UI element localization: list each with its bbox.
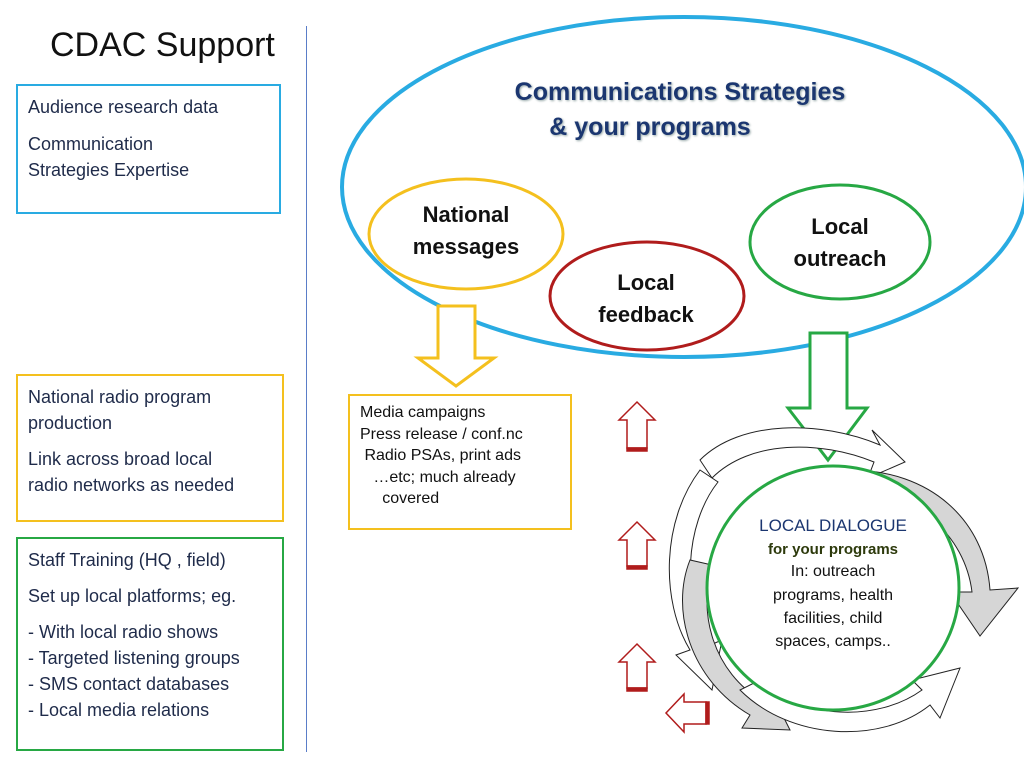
up-arrow-red-2 [617, 520, 657, 567]
local-feedback-oval [548, 240, 746, 352]
red-arrows [617, 400, 710, 734]
media-campaigns-box: Media campaigns Press release / conf.nc … [348, 394, 572, 530]
cycle-arrows [668, 427, 1020, 733]
strategies-title-line-2: & your programs [549, 113, 751, 141]
left-arrow-red [664, 692, 707, 734]
national-messages-oval [367, 177, 565, 291]
strategies-title: Communications Strategies & your program… [470, 75, 890, 145]
radio-production-text: National radio program production [28, 384, 272, 436]
local-feedback-label: Local feedback [560, 267, 732, 331]
platform-list: - With local radio shows - Targeted list… [28, 619, 272, 723]
expertise-line-1: Communication [28, 134, 154, 154]
network-line-2: radio networks as needed [28, 475, 235, 496]
network-line-1: Link across broad local [28, 449, 213, 470]
staff-training-box: Staff Training (HQ , field) Set up local… [16, 537, 284, 751]
media-line: Press release / conf.nc [360, 425, 523, 443]
local-outreach-label: Local outreach [754, 211, 926, 275]
up-arrow-red-3 [617, 642, 657, 689]
dialogue-body-line: programs, health [772, 586, 894, 604]
feedback-line-1: Local [617, 270, 675, 295]
national-messages-label: National messages [380, 199, 552, 263]
outreach-line-2: outreach [793, 245, 887, 271]
dialogue-body-line: facilities, child [783, 609, 883, 627]
expertise-line: Communication Strategies Expertise [28, 131, 269, 183]
national-radio-box: National radio program production Link a… [16, 374, 284, 522]
up-arrow-red-3-base [626, 687, 648, 692]
national-line-1: National [422, 202, 510, 227]
dialogue-body-line: spaces, camps.. [775, 632, 891, 650]
list-item: - SMS contact databases [28, 674, 230, 695]
dialogue-subtitle: for your programs [767, 540, 899, 558]
vertical-divider [306, 26, 307, 752]
dialogue-title: LOCAL DIALOGUE [759, 516, 907, 535]
training-line: Staff Training (HQ , field) [28, 550, 226, 570]
up-arrow-red-1-base [626, 447, 648, 452]
media-line: …etc; much already [360, 468, 516, 486]
radio-line-2: production [28, 413, 113, 434]
up-arrow-red-2-base [626, 565, 648, 570]
radio-network-text: Link across broad local radio networks a… [28, 446, 272, 498]
list-item: - Local media relations [28, 700, 210, 721]
list-item: - Targeted listening groups [28, 648, 240, 669]
dialogue-body-line: In: outreach [790, 563, 876, 581]
local-outreach-oval [748, 183, 932, 301]
research-line: Audience research data [28, 97, 219, 117]
feedback-line-2: feedback [598, 301, 694, 327]
cycle-arrow-left [668, 469, 723, 691]
audience-research-box: Audience research data Communication Str… [16, 84, 281, 214]
local-dialogue-text: LOCAL DIALOGUE for your programs In: out… [738, 514, 928, 653]
media-line: Radio PSAs, print ads [360, 447, 521, 465]
media-line: covered [360, 490, 440, 508]
local-dialogue-circle [705, 464, 961, 712]
outreach-line-1: Local [811, 214, 869, 239]
strategies-title-line-1: Communications Strategies [514, 78, 846, 106]
expertise-line-2: Strategies Expertise [28, 160, 190, 181]
up-arrow-red-1 [617, 400, 657, 449]
down-arrow-yellow [413, 304, 499, 388]
national-line-2: messages [412, 233, 520, 259]
radio-line-1: National radio program [28, 387, 212, 407]
left-arrow-red-base [705, 701, 710, 725]
cycle-arrow-top [699, 427, 906, 479]
strategies-ellipse [340, 15, 1024, 359]
media-line: Media campaigns [360, 404, 486, 421]
list-item: - With local radio shows [28, 622, 219, 642]
page-title: CDAC Support [50, 26, 275, 64]
platforms-line: Set up local platforms; eg. [28, 586, 237, 606]
